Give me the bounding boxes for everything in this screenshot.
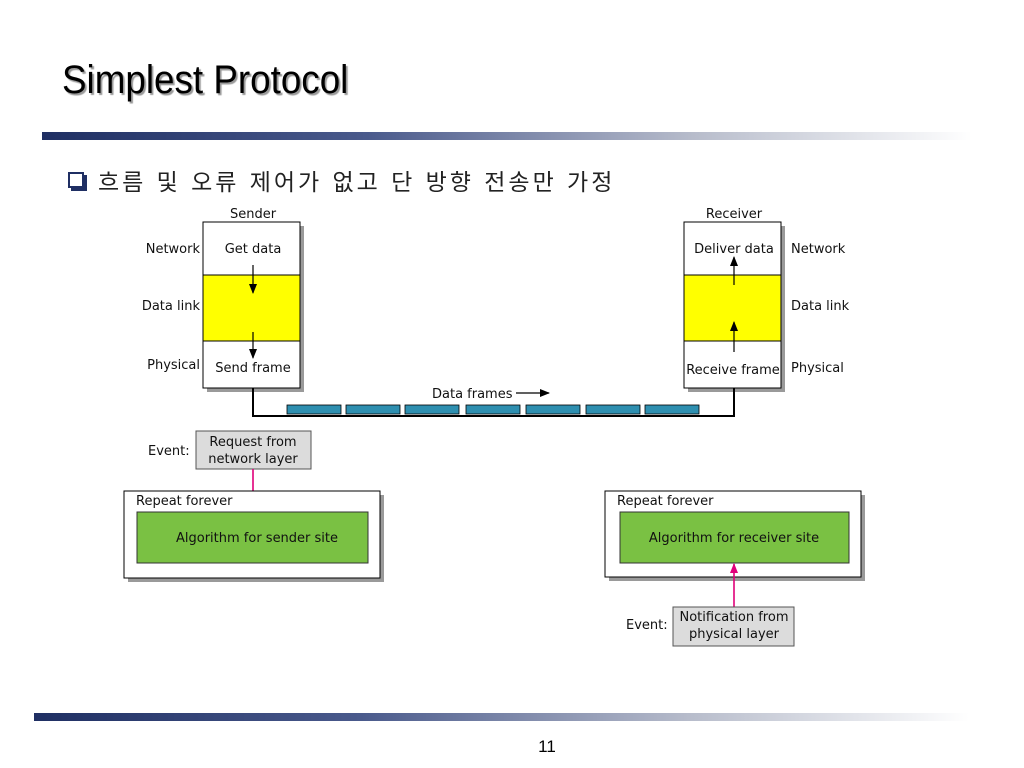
receiver-event-line2: physical layer [689, 627, 780, 642]
data-frames-row [286, 404, 700, 415]
data-frame [404, 404, 460, 415]
data-frame [525, 404, 581, 415]
sender-heading: Sender [230, 207, 277, 222]
sender-datalink-box [202, 274, 301, 342]
data-frame [345, 404, 401, 415]
receiver-datalink-box [683, 274, 782, 342]
sender-event-line1: Request from [209, 435, 296, 450]
sender-network-box [202, 221, 301, 276]
sender-layer-datalink: Data link [142, 299, 201, 314]
receiver-event-box [672, 606, 795, 647]
receiver-network-box-label: Deliver data [694, 242, 774, 257]
receiver-event-line1: Notification from [680, 610, 789, 625]
receiver-algorithm-box [619, 511, 850, 564]
data-frame [644, 404, 700, 415]
data-frame [465, 404, 521, 415]
receiver-heading: Receiver [706, 207, 763, 222]
title-divider [42, 132, 972, 140]
sender-network-box-label: Get data [225, 242, 282, 257]
receiver-layer-physical: Physical [791, 361, 844, 376]
footer-divider [34, 713, 969, 721]
data-frames-label: Data frames [432, 387, 513, 402]
data-frame [286, 404, 342, 415]
receiver-physical-box-label: Receive frame [686, 363, 780, 378]
checkbox-bullet-icon [68, 172, 84, 188]
receiver-layer-network: Network [791, 242, 846, 257]
receiver-repeat-label: Repeat forever [617, 494, 714, 509]
sender-algorithm-label: Algorithm for sender site [176, 531, 338, 546]
sender-algorithm-box [136, 511, 369, 564]
sender-physical-box [202, 340, 301, 389]
receiver-event-label: Event: [626, 618, 668, 633]
page-number: 11 [538, 737, 556, 756]
sender-physical-box-label: Send frame [215, 361, 290, 376]
sender-layer-physical: Physical [147, 358, 200, 373]
bullet-text: 흐름 및 오류 제어가 없고 단 방향 전송만 가정 [98, 170, 616, 196]
transmission-channel [252, 388, 735, 417]
data-frame [585, 404, 641, 415]
receiver-physical-box [683, 340, 782, 389]
sender-layer-network: Network [146, 242, 201, 257]
receiver-algorithm-label: Algorithm for receiver site [649, 531, 819, 546]
sender-event-line2: network layer [208, 452, 298, 467]
slide-title: Simplest Protocol [62, 58, 349, 102]
sender-event-box [195, 430, 312, 470]
sender-event-label: Event: [148, 444, 190, 459]
bullet-item: 흐름 및 오류 제어가 없고 단 방향 전송만 가정 [68, 163, 615, 197]
sender-repeat-label: Repeat forever [136, 494, 233, 509]
receiver-layer-datalink: Data link [791, 299, 850, 314]
